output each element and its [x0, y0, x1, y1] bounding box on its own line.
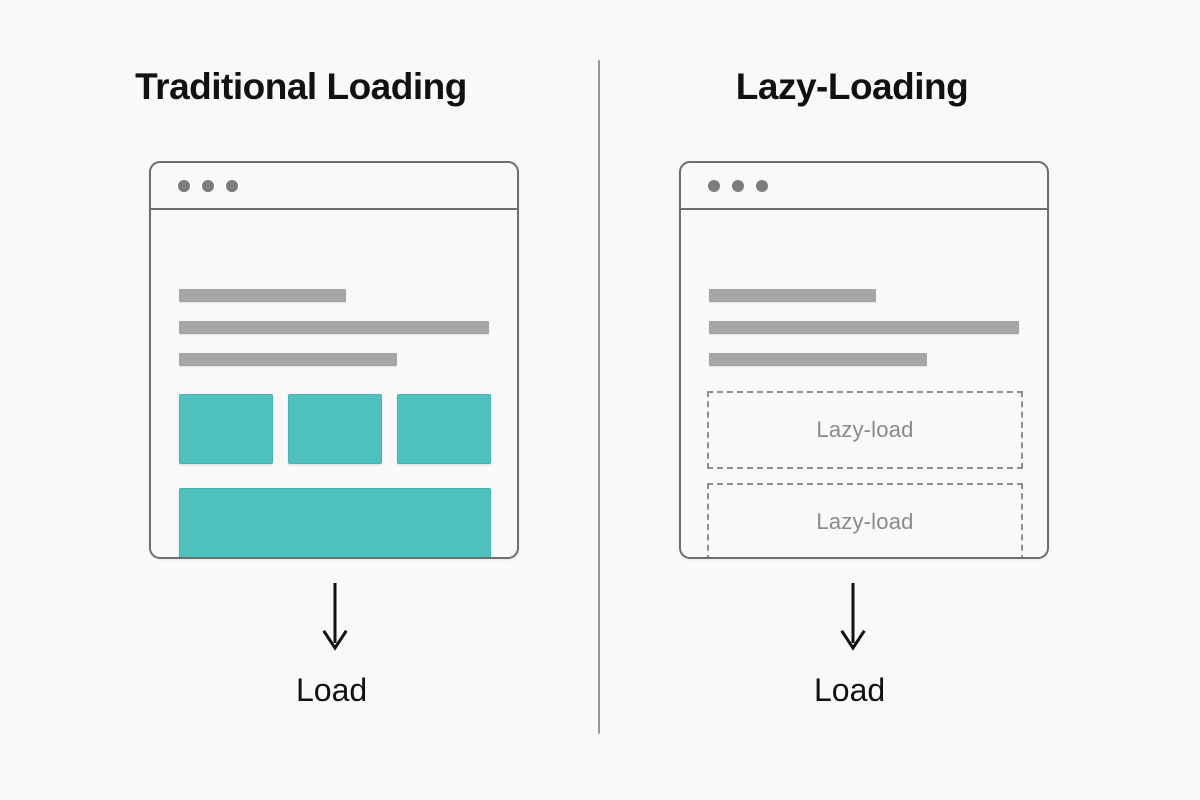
- browser-window-traditional: [149, 161, 519, 559]
- panel-lazy-loading: Lazy-Loading Lazy-load Lazy-load: [600, 0, 1200, 800]
- browser-titlebar: [681, 163, 1047, 210]
- loaded-tile-2: [288, 394, 382, 464]
- close-dot-icon[interactable]: [708, 180, 720, 192]
- browser-window-lazy: Lazy-load Lazy-load: [679, 161, 1049, 559]
- browser-viewport-lazy: Lazy-load Lazy-load: [681, 210, 1047, 557]
- skeleton-bar-long: [179, 321, 489, 334]
- loaded-tile-wide: [179, 488, 491, 557]
- window-control-dots: [708, 180, 768, 192]
- loaded-tile-3: [397, 394, 491, 464]
- page-title-traditional: Traditional Loading: [135, 66, 467, 107]
- skeleton-bar-long: [709, 321, 1019, 334]
- panel-traditional-loading: Traditional Loading: [0, 0, 598, 800]
- panel-divider: [598, 60, 600, 734]
- lazy-load-placeholder-1: Lazy-load: [707, 391, 1023, 469]
- maximize-dot-icon[interactable]: [226, 180, 238, 192]
- minimize-dot-icon[interactable]: [202, 180, 214, 192]
- skeleton-bar-short: [179, 289, 346, 302]
- down-arrow-icon-lazy: [838, 583, 868, 655]
- loaded-tile-1: [179, 394, 273, 464]
- maximize-dot-icon[interactable]: [756, 180, 768, 192]
- skeleton-bar-medium: [709, 353, 927, 366]
- browser-titlebar: [151, 163, 517, 210]
- browser-viewport-traditional: [151, 210, 517, 557]
- load-label-lazy: Load: [814, 672, 886, 708]
- lazy-load-placeholder-label: Lazy-load: [816, 417, 914, 442]
- lazy-load-placeholder-2: Lazy-load: [707, 483, 1023, 557]
- lazy-load-placeholder-label: Lazy-load: [816, 509, 914, 534]
- minimize-dot-icon[interactable]: [732, 180, 744, 192]
- window-control-dots: [178, 180, 238, 192]
- skeleton-bar-short: [709, 289, 876, 302]
- close-dot-icon[interactable]: [178, 180, 190, 192]
- page-title-lazy: Lazy-Loading: [735, 66, 969, 107]
- down-arrow-icon-traditional: [320, 583, 350, 655]
- load-label-traditional: Load: [296, 672, 368, 708]
- skeleton-bar-medium: [179, 353, 397, 366]
